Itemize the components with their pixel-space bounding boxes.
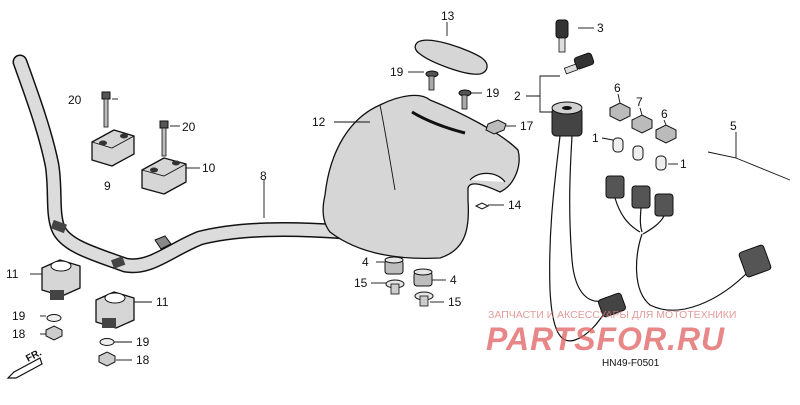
screw-lower [458,89,472,110]
callout-5: 5 [730,119,737,133]
callout-17-left: 18 [12,327,26,341]
indicator-harness [605,175,772,311]
callout-18-left: 19 [12,309,26,323]
ignition-key [555,19,569,53]
callout-16: 17 [520,119,534,133]
callout-4-right: 4 [450,273,457,287]
callout-1-right: 1 [680,157,687,171]
screw-upper [425,70,439,91]
clip-nut [485,119,507,135]
holder-bolt-lower [159,120,169,157]
callout-17-right: 18 [136,353,150,367]
callout-13: 13 [441,9,455,23]
collar-left [385,279,405,295]
handlebar-cover [322,94,520,260]
handlebar-pad [414,39,488,75]
holder-bolt-upper [101,91,111,128]
callout-11-left: 11 [6,267,19,281]
callout-2: 2 [514,89,521,103]
callout-6-right: 6 [661,107,668,121]
indicator-bulb-a [612,137,624,153]
indicator-bulb-b [632,145,644,161]
ignition-key-2 [563,52,595,75]
grommet-left [384,256,404,275]
ignition-switch [549,101,627,342]
callout-14: 14 [508,198,522,212]
callout-19-upper: 19 [390,65,404,79]
callout-3: 3 [597,21,604,35]
watermark-subtitle: ЗАПЧАСТИ И АКСЕССУАРЫ ДЛЯ МОТОТЕХНИКИ [488,309,736,321]
nut-right [98,351,116,367]
lower-handlebar-holder-right [95,291,135,329]
watermark-logo: PARTSFOR.RU [486,321,725,357]
collar-right [414,291,434,307]
indicator-cap-c [655,124,677,144]
callout-19-lower: 19 [486,86,500,100]
callout-10: 10 [202,161,216,175]
grommet-right [413,268,433,287]
indicator-bulb-c [655,155,667,171]
callout-20-lower: 20 [182,120,196,134]
callout-18-right: 19 [136,335,150,349]
clip [474,202,490,210]
watermark: ЗАПЧАСТИ И АКСЕССУАРЫ ДЛЯ МОТОТЕХНИКИ PA… [486,309,736,357]
handlebar [12,54,353,274]
callout-6-left: 6 [614,81,621,95]
washer-left [46,314,62,322]
callout-20-upper: 20 [68,93,82,107]
callout-8: 8 [260,169,267,183]
callout-1-left: 1 [592,131,599,145]
indicator-cap-b [631,114,653,134]
leader-lines [30,22,791,361]
callout-7: 7 [636,95,643,109]
diagram-code: HN49-F0501 [602,358,660,369]
callout-4-left: 4 [362,255,369,269]
indicator-cap-a [609,102,631,122]
nut-left [45,325,63,341]
upper-handlebar-holder-left [91,129,135,167]
upper-handlebar-holder-right [141,157,187,195]
callout-11-right: 11 [156,295,169,309]
callout-9: 9 [104,179,111,193]
callout-15-right: 15 [448,295,462,309]
callout-15-left: 15 [354,276,368,290]
lower-handlebar-holder-left [41,259,81,300]
washer-right [99,338,115,346]
front-direction-arrow: FR. [6,347,44,379]
callout-12: 12 [312,115,326,129]
